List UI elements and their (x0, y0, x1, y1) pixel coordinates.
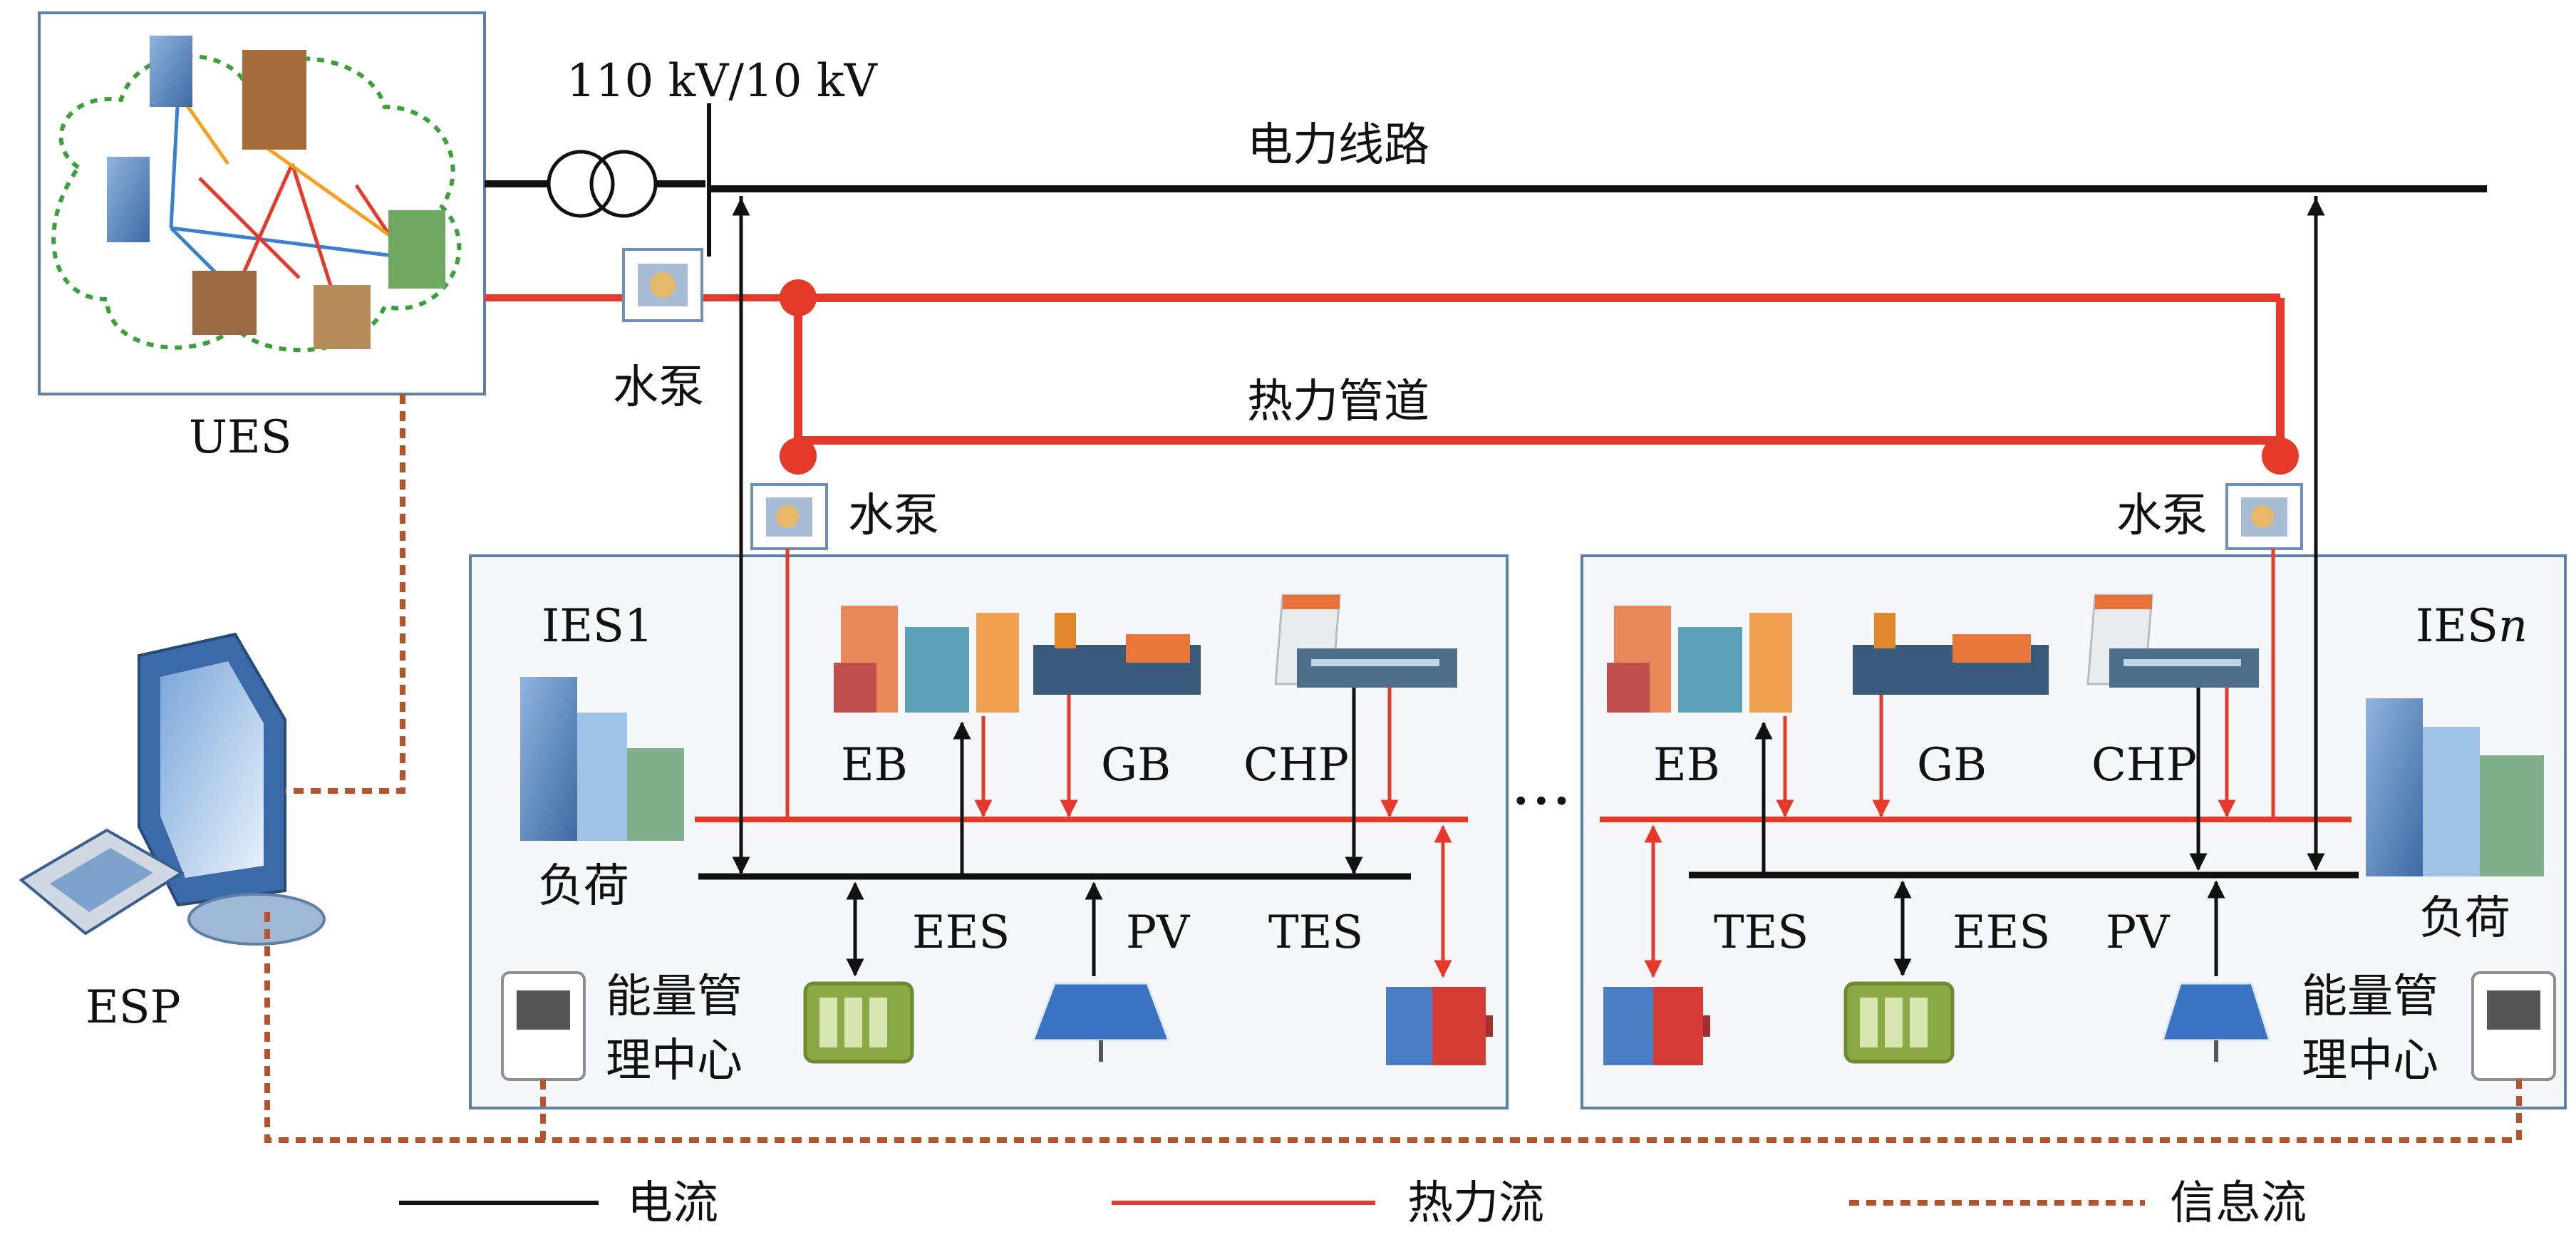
pump-label-iesn: 水泵 (2116, 490, 2208, 542)
iesn-eb-label: EB (1653, 739, 1720, 792)
transformer-coil-1 (547, 150, 615, 218)
ies1-emc-line2: 理中心 (606, 1035, 743, 1087)
ies1-pv-label: PV (1126, 906, 1191, 959)
eb-icon (1607, 606, 1792, 713)
keyboard-icon (19, 828, 185, 936)
info-flow-lines (264, 394, 2522, 1143)
pv-panel-icon (2161, 982, 2272, 1062)
ues-box (38, 11, 486, 395)
transformer-coil-2 (589, 150, 658, 218)
ies1-title: IES1 (542, 600, 653, 653)
energy-meter-icon (501, 971, 586, 1081)
gb-icon (1853, 613, 2049, 695)
ies1-load-label: 负荷 (538, 860, 629, 913)
legend-heat-label: 热力流 (1407, 1177, 1544, 1230)
heat-node (780, 438, 817, 475)
pump-icon (2225, 483, 2303, 550)
ies1-chp-label: CHP (1243, 739, 1349, 792)
esp-label: ESP (86, 981, 181, 1034)
load-building-icon (520, 677, 684, 841)
ies1-tes-label: TES (1268, 906, 1363, 959)
pv-panel-icon (1031, 982, 1171, 1062)
heat-node (2262, 438, 2299, 475)
power-line-label: 电力线路 (1247, 119, 1429, 172)
legend: 电流 热力流 信息流 (399, 1177, 2307, 1230)
ues-label: UES (189, 411, 292, 464)
iesn-emc-line2: 理中心 (2302, 1035, 2438, 1087)
ellipsis: ··· (1511, 764, 1572, 839)
iesn-gb-label: GB (1917, 739, 1987, 792)
tes-battery-icon (1386, 987, 1493, 1065)
power-line (485, 103, 2487, 257)
pump-label-ies1: 水泵 (848, 490, 939, 542)
iesn-emc-line1: 能量管 (2302, 971, 2438, 1023)
pump-icon (750, 483, 828, 550)
iesn-chp-label: CHP (2091, 739, 2197, 792)
heat-node (780, 279, 817, 316)
legend-current-label: 电流 (627, 1177, 718, 1230)
ees-battery-icon (803, 981, 914, 1064)
chp-icon (1274, 594, 1457, 688)
ies1-flow-arrows (732, 196, 1452, 978)
ies1-eb-label: EB (841, 739, 908, 792)
ees-battery-icon (1843, 981, 1955, 1064)
ues-building-icons (107, 36, 445, 349)
chp-icon (2086, 594, 2259, 688)
transformer-label: 110 kV/10 kV (567, 55, 879, 108)
iesn-flow-arrows (1644, 196, 2325, 978)
ies1-gb-label: GB (1101, 739, 1171, 792)
iesn-ees-label: EES (1952, 906, 2050, 959)
legend-info-label: 信息流 (2170, 1177, 2307, 1230)
ies1-emc-line1: 能量管 (606, 971, 743, 1023)
tes-battery-icon (1603, 987, 1710, 1065)
iesn-load-label: 负荷 (2419, 892, 2510, 945)
computer-icon (138, 632, 326, 946)
iesn-pv-label: PV (2106, 906, 2171, 959)
iesn-title: IESn (2416, 600, 2528, 653)
pump-label-main: 水泵 (613, 361, 704, 414)
gb-icon (1033, 613, 1201, 695)
heat-pipe-label: 热力管道 (1247, 376, 1429, 428)
ies1-ees-label: EES (912, 906, 1010, 959)
iesn-tes-label: TES (1714, 906, 1809, 959)
load-building-icon (2366, 698, 2544, 876)
energy-meter-icon (2471, 971, 2556, 1081)
pump-icon (622, 248, 703, 322)
eb-icon (834, 606, 1019, 713)
